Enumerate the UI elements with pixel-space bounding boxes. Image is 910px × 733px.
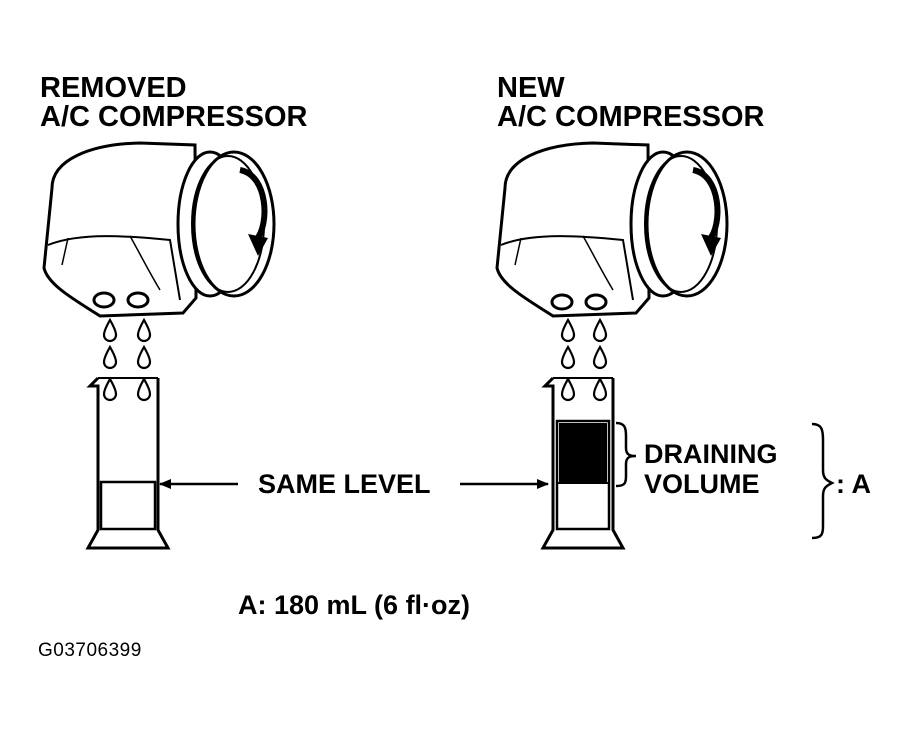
figure-id: G03706399	[38, 640, 142, 661]
rotation-arrow-icon	[239, 167, 268, 256]
bracket-icon	[811, 422, 835, 540]
graduated-cylinder-icon	[540, 376, 626, 550]
oil-drop-icon	[102, 318, 152, 402]
removed-compressor-icon	[42, 141, 276, 318]
same-level-label: SAME LEVEL	[258, 469, 431, 499]
graduated-cylinder-icon	[85, 376, 171, 550]
removed-compressor-title-line1: REMOVED	[40, 72, 187, 104]
removed-compressor-title-line2: A/C COMPRESSOR	[40, 101, 308, 133]
draining-volume-line1: DRAINING	[644, 439, 778, 469]
new-compressor-title-line2: A/C COMPRESSOR	[497, 101, 765, 133]
a-marker-label: : A	[836, 469, 871, 499]
volume-note: A: 180 mL (6 fl·oz)	[238, 590, 471, 620]
bracket-icon	[615, 421, 637, 488]
draining-volume-fill	[559, 423, 607, 482]
new-compressor-title-line1: NEW	[497, 72, 565, 104]
oil-drop-icon	[560, 318, 608, 402]
draining-volume-line2: VOLUME	[644, 469, 760, 499]
rotation-arrow-icon	[692, 167, 721, 256]
new-compressor-icon	[495, 141, 729, 318]
